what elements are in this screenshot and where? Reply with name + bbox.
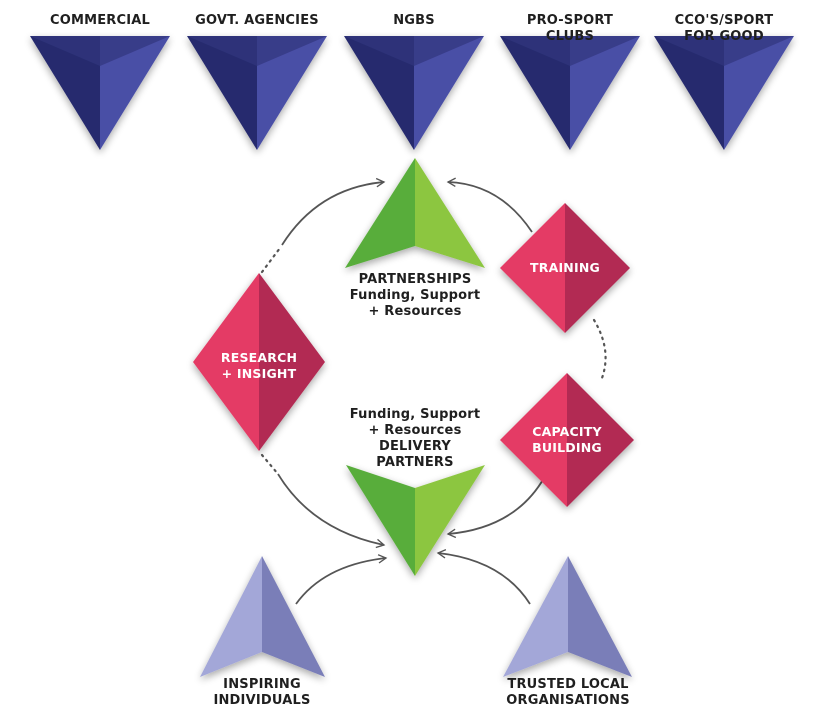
arrow-capacity-to-delivery <box>446 477 545 539</box>
label-pro-sport-clubs: PRO-SPORT CLUBS <box>526 13 614 44</box>
stakeholder-shape-govt <box>187 36 327 150</box>
dotted-link-research-bottom <box>260 453 280 476</box>
stakeholder-shape-prosport <box>500 36 640 150</box>
label-training: TRAINING <box>530 260 600 275</box>
label-inspiring-individuals: INSPIRING INDIVIDUALS <box>213 677 311 708</box>
arrow-organisations-to-delivery <box>436 549 531 605</box>
stakeholder-shape-commercial <box>30 36 170 150</box>
arrow-individuals-to-delivery <box>295 554 388 605</box>
label-capacity-building: CAPACITY BUILDING <box>532 424 602 455</box>
label-commercial: COMMERCIAL <box>49 13 151 28</box>
trusted-organisations-shape <box>503 556 632 677</box>
label-partnerships-title: PARTNERSHIPS <box>358 272 472 287</box>
label-ccos-sport-for-good: CCO'S/SPORT FOR GOOD <box>674 13 774 44</box>
label-delivery-sub: Funding, Support + Resources <box>349 407 481 438</box>
label-partnerships-sub: Funding, Support + Resources <box>349 288 481 319</box>
partnerships-shape <box>345 158 485 268</box>
delivery-partners-shape <box>346 465 485 576</box>
label-delivery-title: DELIVERY PARTNERS <box>376 439 454 470</box>
label-ngbs: NGBS <box>393 13 435 28</box>
arrow-research-to-delivery <box>277 473 386 549</box>
inspiring-individuals-shape <box>200 556 325 677</box>
arrow-research-to-partnerships <box>281 177 386 246</box>
dotted-link-research-top <box>260 246 282 274</box>
training-shape <box>500 203 630 333</box>
stakeholder-shape-ngbs <box>344 36 484 150</box>
stakeholder-shape-cco <box>654 36 794 150</box>
arrow-training-to-partnerships <box>446 177 533 233</box>
capacity-building-shape <box>500 373 634 507</box>
label-trusted-local-organisations: TRUSTED LOCAL ORGANISATIONS <box>506 677 630 708</box>
dotted-link-training-capacity <box>592 318 607 380</box>
research-insight-shape <box>193 273 325 451</box>
label-research-insight: RESEARCH + INSIGHT <box>220 350 298 381</box>
label-govt-agencies: GOVT. AGENCIES <box>195 13 319 28</box>
